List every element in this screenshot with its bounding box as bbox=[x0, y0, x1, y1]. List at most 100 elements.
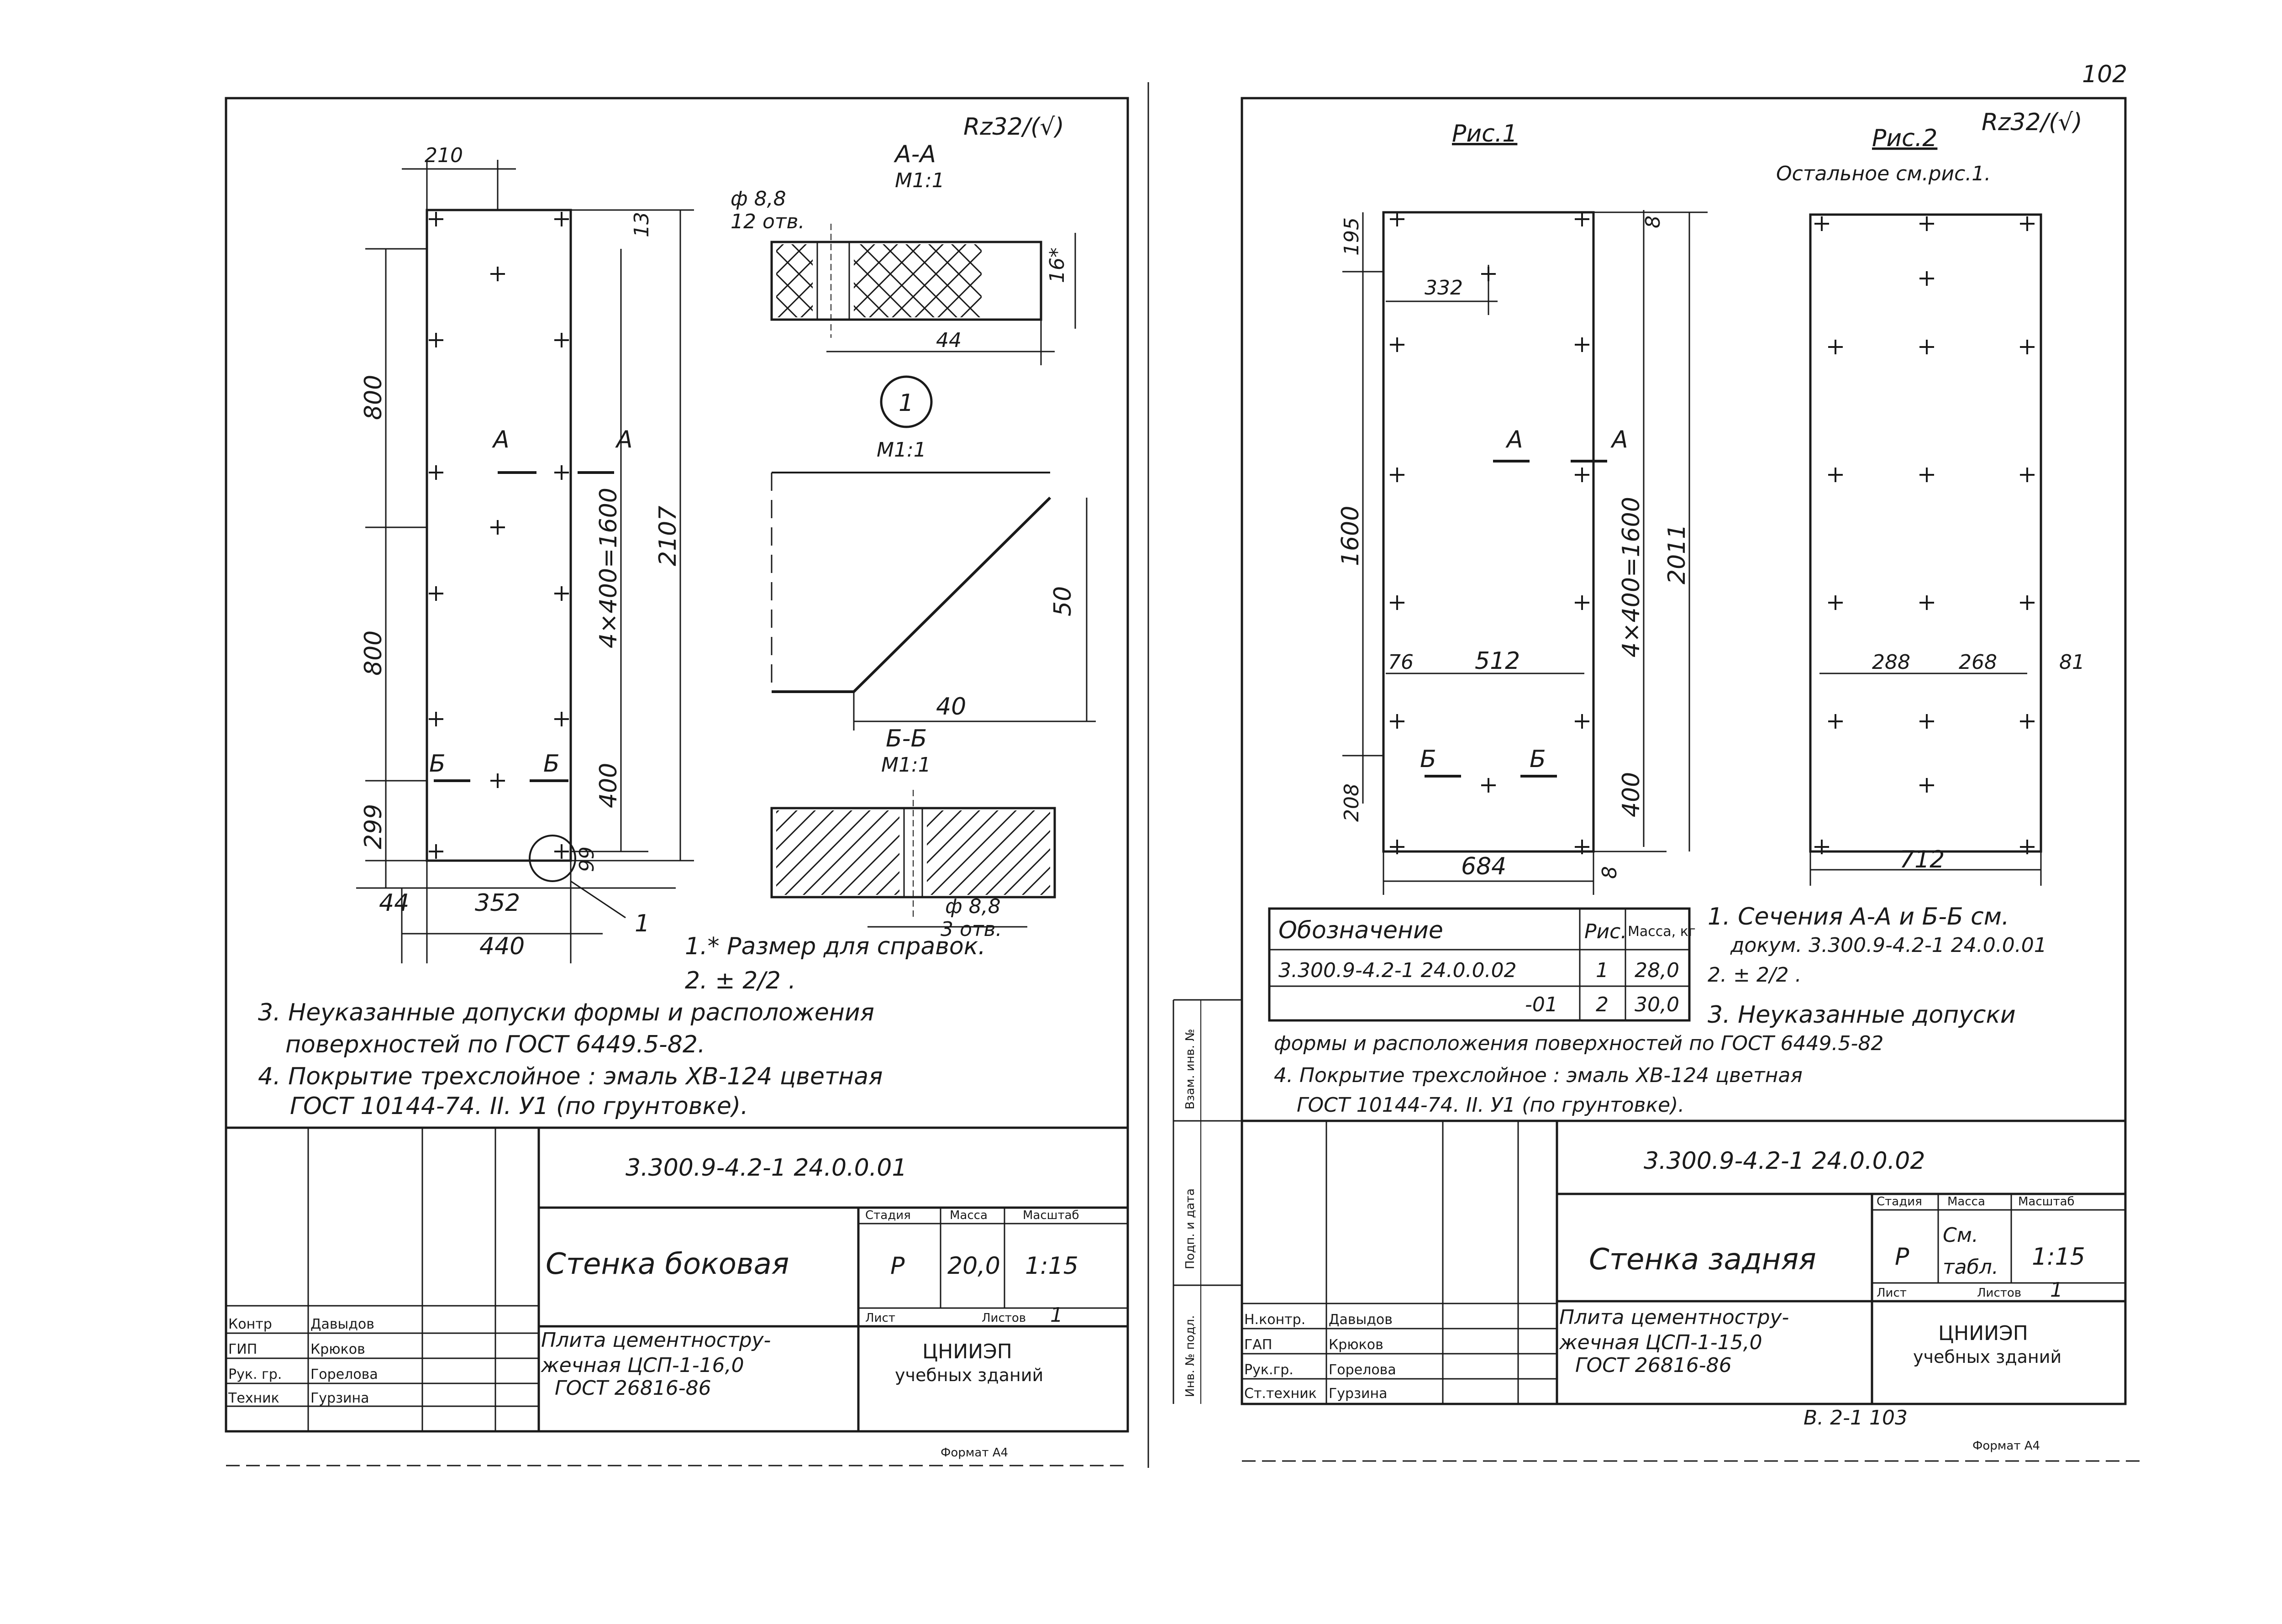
s2-dim-1600: 1600 bbox=[1337, 506, 1364, 566]
fig2-panel-outline bbox=[1809, 213, 2042, 853]
s1-org-1: ЦНИИЭП bbox=[922, 1340, 1012, 1363]
s1-cut-a-right: А bbox=[615, 426, 633, 453]
hole-cross-mark bbox=[1575, 595, 1589, 610]
s1-cut-b-left: Б bbox=[429, 750, 446, 778]
s1-note1: 1.* Размер для справок. bbox=[685, 933, 986, 960]
s1-hole-callout-count: 12 отв. bbox=[731, 210, 804, 233]
sheet2-frame bbox=[1241, 97, 2127, 1405]
s1-sheets-hdr: Листов bbox=[982, 1311, 1026, 1325]
section-bb-body bbox=[770, 807, 1056, 899]
s2-role-2: Рук.гр. bbox=[1244, 1362, 1293, 1378]
s2-cut-a-right: А bbox=[1610, 426, 1628, 453]
s2-dim-8: 8 bbox=[1641, 215, 1665, 228]
s2-bottom-code: В. 2-1 103 bbox=[1804, 1406, 1908, 1430]
s1-dim-99: 99 bbox=[575, 846, 599, 872]
s2-table-r1-c2: 30,0 bbox=[1635, 993, 1679, 1016]
s2-sheet-hdr: Лист bbox=[1877, 1286, 1907, 1300]
hole-cross-mark bbox=[554, 586, 569, 601]
s1-dim-50: 50 bbox=[1049, 586, 1077, 616]
s2-roughness: Rz32/(√) bbox=[1982, 109, 2082, 136]
hole-cross-mark bbox=[1390, 212, 1404, 226]
hole-cross-mark bbox=[1575, 337, 1589, 352]
hole-cross-mark bbox=[1828, 714, 1843, 729]
s2-scale: 1:15 bbox=[2032, 1243, 2085, 1271]
s1-dim-400: 400 bbox=[595, 763, 622, 808]
s2-page-number: 102 bbox=[2082, 61, 2127, 88]
s2-name-2: Горелова bbox=[1329, 1362, 1396, 1378]
s1-section-bb-label: Б-Б bbox=[886, 725, 927, 752]
s2-name-0: Давыдов bbox=[1329, 1312, 1393, 1328]
mass-table bbox=[1268, 907, 1691, 1022]
s2-table-r0-c0: 3.300.9-4.2-1 24.0.0.02 bbox=[1278, 959, 1517, 982]
s1-org-2: учебных зданий bbox=[895, 1365, 1043, 1385]
hole-cross-mark bbox=[1390, 714, 1404, 729]
s1-cut-b-right: Б bbox=[543, 750, 560, 778]
s2-note3b: формы и расположения поверхностей по ГОС… bbox=[1274, 1032, 1883, 1055]
s2-side-label-2: Инв. № подл. bbox=[1183, 1315, 1197, 1397]
s2-cut-a-left: А bbox=[1505, 426, 1523, 453]
s2-dim-400: 400 bbox=[1618, 772, 1645, 817]
s2-table-r1-c0: -01 bbox=[1525, 993, 1558, 1016]
section-aa-body bbox=[770, 241, 1042, 321]
s1-role-1: ГИП bbox=[228, 1341, 257, 1357]
s1-note3b: поверхностей по ГОСТ 6449.5-82. bbox=[285, 1031, 705, 1058]
s2-sheets: 1 bbox=[2050, 1278, 2063, 1302]
s1-section-bb-scale: М1:1 bbox=[881, 753, 931, 777]
hole-cross-mark bbox=[554, 712, 569, 726]
s1-section-aa-scale: М1:1 bbox=[895, 169, 945, 192]
s2-dim-195: 195 bbox=[1340, 217, 1363, 256]
s1-dim-352: 352 bbox=[475, 889, 520, 917]
s2-rest-note: Остальное см.рис.1. bbox=[1776, 162, 1991, 185]
s2-role-0: Н.контр. bbox=[1244, 1312, 1305, 1328]
s1-leader-1: 1 bbox=[635, 910, 650, 937]
s1-material-1: Плита цементностру- bbox=[541, 1329, 771, 1352]
s1-dim-4x400: 4×400=1600 bbox=[595, 488, 622, 648]
s1-note4a: 4. Покрытие трехслойное : эмаль ХВ-124 ц… bbox=[258, 1063, 883, 1090]
s1-material-3: ГОСТ 26816-86 bbox=[555, 1377, 711, 1400]
s2-stage: Р bbox=[1895, 1243, 1909, 1271]
s2-table-hdr-0: Обозначение bbox=[1278, 917, 1443, 944]
s2-dim-712: 712 bbox=[1899, 846, 1945, 873]
s1-note3a: 3. Неуказанные допуски формы и расположе… bbox=[258, 999, 874, 1026]
s1-format: Формат А4 bbox=[941, 1446, 1008, 1460]
hole-cross-mark bbox=[429, 844, 443, 859]
s1-stage: Р bbox=[890, 1252, 905, 1280]
s2-format: Формат А4 bbox=[1972, 1439, 2040, 1453]
s1-doc-code: 3.300.9-4.2-1 24.0.0.01 bbox=[626, 1154, 907, 1182]
s2-scale-hdr: Масштаб bbox=[2018, 1195, 2075, 1209]
hole-cross-mark bbox=[554, 465, 569, 480]
hole-cross-mark bbox=[1828, 468, 1843, 482]
s1-dim-210: 210 bbox=[425, 144, 463, 167]
hole-cross-mark bbox=[1919, 595, 1934, 610]
hole-cross-mark bbox=[1919, 271, 1934, 286]
s2-dim-2011: 2011 bbox=[1663, 524, 1691, 584]
hole-cross-mark bbox=[1814, 840, 1829, 854]
s1-name-3: Гурзина bbox=[310, 1390, 369, 1406]
s2-name-1: Крюков bbox=[1329, 1337, 1383, 1353]
fig1-panel-outline bbox=[1382, 211, 1595, 853]
hole-cross-mark bbox=[1390, 337, 1404, 352]
s1-role-0: Контр bbox=[228, 1316, 272, 1332]
s2-mass-1: См. bbox=[1943, 1224, 1978, 1247]
s2-note1b: докум. 3.300.9-4.2-1 24.0.0.01 bbox=[1730, 934, 2047, 957]
s1-hole-callout2: ф 8,8 bbox=[945, 895, 1001, 918]
hole-cross-mark bbox=[1575, 468, 1589, 482]
s1-title: Стенка боковая bbox=[546, 1247, 789, 1281]
s1-mass-hdr: Масса bbox=[950, 1209, 988, 1222]
hole-cross-mark bbox=[554, 333, 569, 347]
s1-detail-num: 1 bbox=[899, 389, 914, 417]
s1-roughness: Rz32/(√) bbox=[963, 113, 1064, 141]
s1-scale: 1:15 bbox=[1025, 1252, 1078, 1280]
hole-cross-mark bbox=[554, 212, 569, 226]
s2-role-3: Ст.техник bbox=[1244, 1386, 1317, 1402]
hole-cross-mark bbox=[554, 844, 569, 859]
s1-role-3: Техник bbox=[228, 1390, 279, 1406]
s2-cut-b-left: Б bbox=[1420, 746, 1436, 773]
s2-mass-hdr: Масса bbox=[1947, 1195, 1985, 1209]
s1-name-2: Горелова bbox=[310, 1366, 378, 1382]
s1-note2: 2. ± 2/2 . bbox=[685, 967, 796, 994]
hole-cross-mark bbox=[1390, 595, 1404, 610]
s2-role-1: ГАП bbox=[1244, 1337, 1272, 1353]
s2-table-r0-c1: 1 bbox=[1596, 959, 1609, 982]
s1-hole-callout2-count: 3 отв. bbox=[941, 918, 1002, 941]
